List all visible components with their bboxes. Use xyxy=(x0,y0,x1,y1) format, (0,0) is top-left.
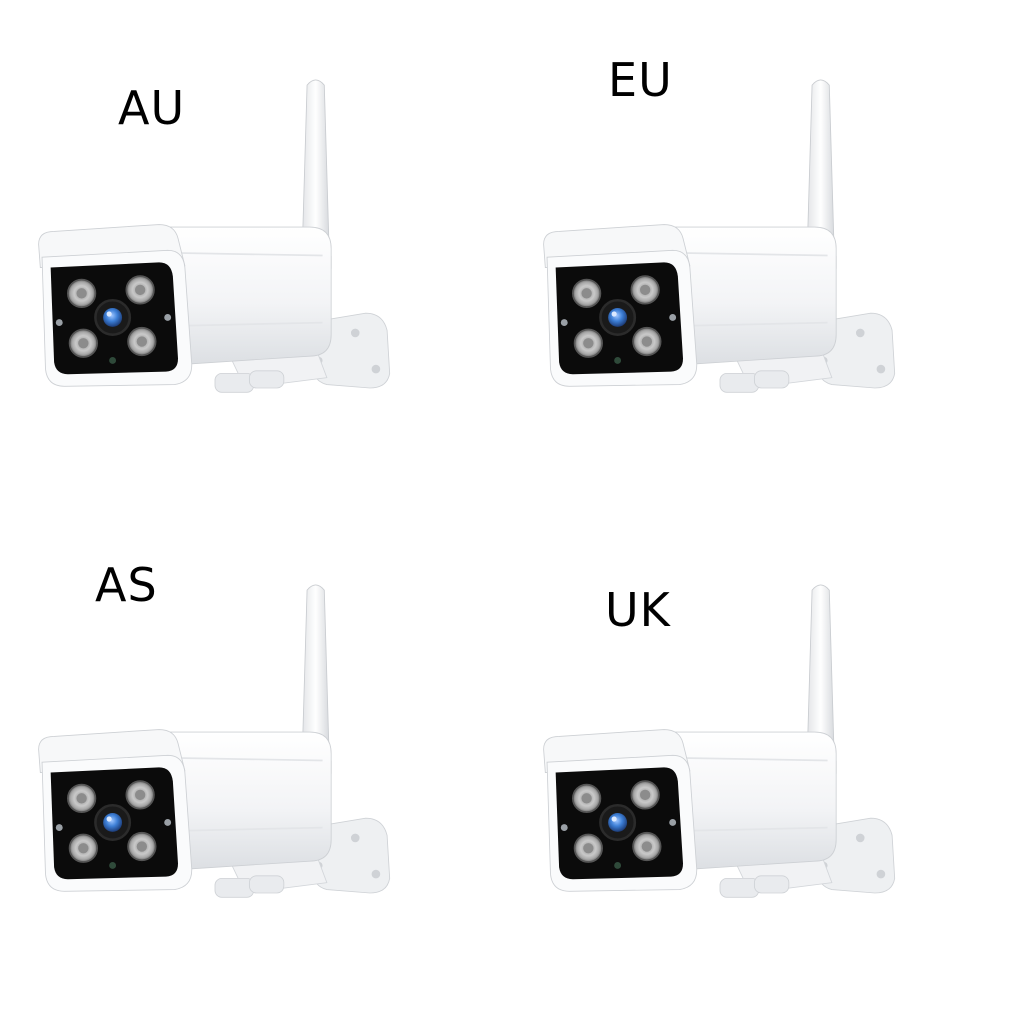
camera-image-uk xyxy=(542,583,896,899)
region-label-as: AS xyxy=(95,558,158,612)
panel-uk: UK xyxy=(505,505,1010,1010)
camera-image-eu xyxy=(542,78,896,394)
region-label-uk: UK xyxy=(605,583,671,637)
camera-image-as xyxy=(37,583,391,899)
panel-eu: EU xyxy=(505,0,1010,505)
region-label-eu: EU xyxy=(608,53,673,107)
camera-image-au xyxy=(37,78,391,394)
panel-au: AU xyxy=(0,0,505,505)
panel-as: AS xyxy=(0,505,505,1010)
region-label-au: AU xyxy=(118,81,186,135)
